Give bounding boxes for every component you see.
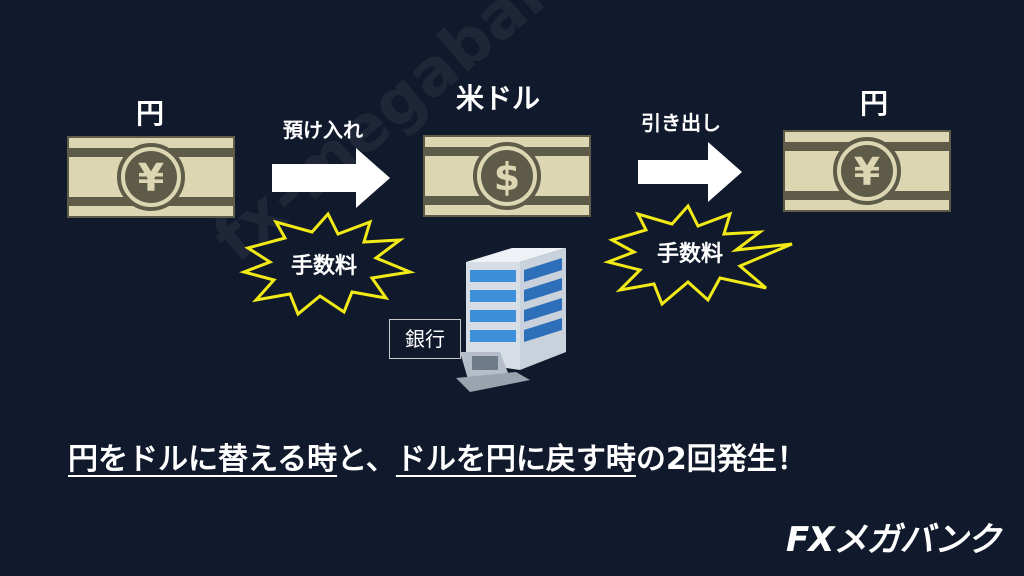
yen-symbol-left: ¥ xyxy=(138,156,164,200)
yen-symbol-right: ¥ xyxy=(854,150,880,194)
deposit-arrow xyxy=(272,148,390,208)
summary-part-3: ドルを円に戻す時 xyxy=(395,442,636,477)
dollar-symbol: $ xyxy=(494,155,520,199)
fee-label-right: 手数料 xyxy=(657,241,723,267)
summary-part-4: の2回発生！ xyxy=(635,442,807,477)
fee-label-left: 手数料 xyxy=(291,253,357,279)
bank-building-icon xyxy=(456,248,566,392)
deposit-arrow-label: 預け入れ xyxy=(283,118,363,142)
yen-note-right: ¥ xyxy=(783,130,951,212)
summary-part-1: 円をドルに替える時 xyxy=(68,442,338,477)
summary-text: 円をドルに替える時と、ドルを円に戻す時の2回発生！ xyxy=(68,434,807,478)
withdraw-arrow xyxy=(638,142,742,202)
yen-note-label-right: 円 xyxy=(860,87,889,120)
summary-part-2: と、 xyxy=(337,442,396,477)
brand-logo: FXメガバンク xyxy=(786,520,1001,560)
fee-burst-right: 手数料 xyxy=(603,203,793,307)
yen-note-left: ¥ xyxy=(67,136,235,218)
fee-burst-left: 手数料 xyxy=(239,211,416,317)
dollar-note: $ xyxy=(423,135,591,217)
dollar-note-label: 米ドル xyxy=(456,82,541,115)
withdraw-arrow-label: 引き出し xyxy=(641,111,721,135)
yen-note-label-left: 円 xyxy=(136,97,165,130)
bank-label: 銀行 xyxy=(389,319,461,359)
